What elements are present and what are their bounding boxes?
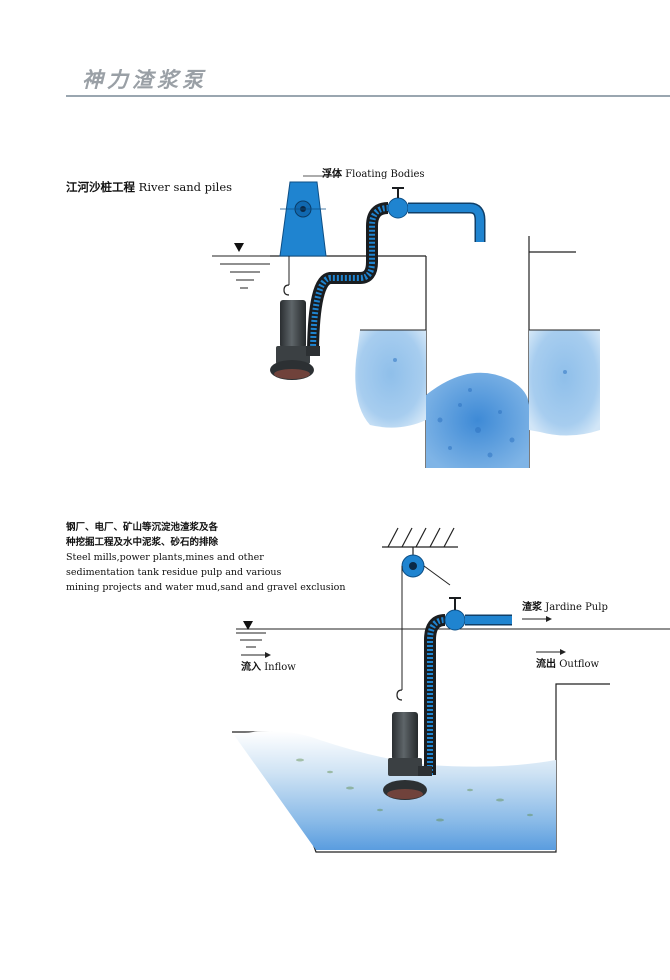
scene2-description: 钢厂、电厂、矿山等沉淀池渣浆及各 种挖掘工程及水中泥浆、砂石的排除 Steel …	[66, 520, 345, 595]
scene2-desc-line-3: Steel mills,power plants,mines and other	[66, 552, 264, 563]
water-level-symbol-2	[243, 621, 253, 630]
inflow-label-cn: 流入	[241, 662, 261, 673]
outflow-label: 流出 Outflow	[536, 658, 599, 671]
floating-bodies-label-cn: 浮体	[322, 169, 342, 180]
scene1-title-cn: 江河沙桩工程	[66, 180, 135, 194]
scene1-title: 江河沙桩工程 River sand piles	[66, 181, 232, 194]
floating-bodies-label: 浮体 Floating Bodies	[322, 168, 425, 181]
sand-pile	[426, 372, 529, 468]
scene2-desc-line-5: mining projects and water mud,sand and g…	[66, 582, 346, 593]
scene2-desc-line-2: 种挖掘工程及水中泥浆、砂石的排除	[66, 537, 219, 548]
inflow-label-en: Inflow	[264, 662, 296, 673]
floating-body	[279, 181, 327, 257]
jardine-pulp-label-en: Jardine Pulp	[545, 602, 608, 613]
jardine-pulp-label-cn: 渣浆	[522, 602, 542, 613]
header-rule	[66, 95, 670, 97]
pump-1	[270, 300, 320, 380]
jardine-pulp-label: 渣浆 Jardine Pulp	[522, 601, 608, 614]
scene1-diagram	[212, 175, 600, 468]
outflow-label-en: Outflow	[559, 659, 600, 670]
water-right	[529, 330, 600, 436]
brand-title: 神力渣浆泵	[82, 68, 207, 92]
inflow-label: 流入 Inflow	[241, 661, 296, 674]
pump-2	[383, 712, 432, 800]
scene2-desc-line-4: sedimentation tank residue pulp and vari…	[66, 567, 282, 578]
scene2-diagram	[232, 527, 670, 853]
floating-bodies-label-en: Floating Bodies	[345, 169, 425, 180]
scene2-desc-line-1: 钢厂、电厂、矿山等沉淀池渣浆及各	[66, 522, 219, 533]
outflow-label-cn: 流出	[536, 659, 556, 670]
water-left	[355, 330, 426, 428]
water-level-symbol	[234, 243, 244, 252]
scene1-title-en: River sand piles	[138, 180, 233, 194]
